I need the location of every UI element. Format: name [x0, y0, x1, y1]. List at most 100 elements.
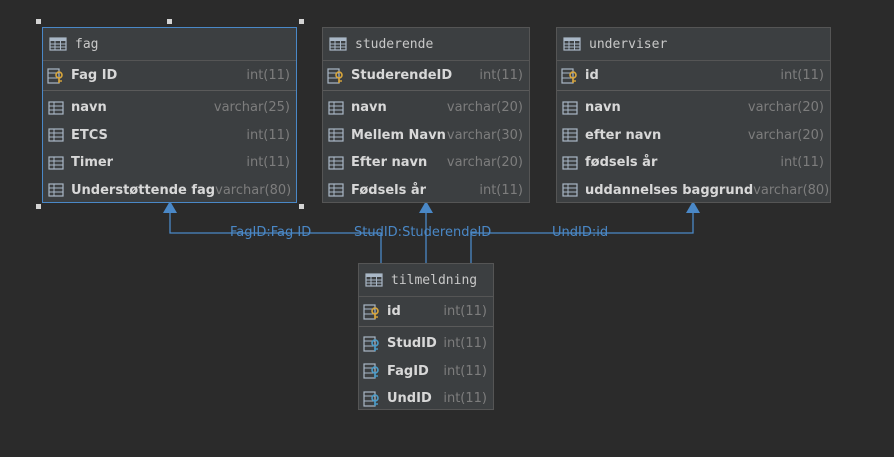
- resize-handle[interactable]: [299, 204, 304, 209]
- column-type: varchar(80): [753, 182, 830, 198]
- column-type: varchar(20): [747, 127, 824, 143]
- column-name: uddannelses baggrund: [585, 182, 754, 198]
- column-name: StuderendeID: [351, 68, 453, 83]
- column-name: Fag ID: [71, 68, 118, 83]
- table-underviser[interactable]: underviser id int(11) navn varchar(20): [556, 27, 831, 203]
- column-row[interactable]: ETCS int(11): [43, 122, 296, 150]
- relation-line-fag: [169, 212, 382, 264]
- resize-handle[interactable]: [167, 19, 172, 24]
- column-icon: [562, 128, 578, 142]
- column-name: Understøttende fag: [71, 182, 216, 198]
- column-icon: [48, 183, 64, 197]
- resize-handle[interactable]: [299, 19, 304, 24]
- column-icon: [48, 128, 64, 142]
- column-row[interactable]: Fødsels år int(11): [323, 177, 529, 205]
- primary-key-icon: [327, 67, 343, 84]
- column-row[interactable]: Timer int(11): [43, 149, 296, 177]
- column-name: FagID: [387, 363, 429, 379]
- column-icon: [48, 101, 64, 115]
- foreign-key-icon: [363, 336, 379, 352]
- resize-handle[interactable]: [36, 204, 41, 209]
- column-icon: [328, 183, 344, 197]
- primary-key-icon: [47, 67, 63, 84]
- resize-handle[interactable]: [36, 19, 41, 24]
- column-row[interactable]: uddannelses baggrund varchar(80): [557, 177, 830, 205]
- column-row-fk[interactable]: UndID int(11): [359, 385, 493, 413]
- column-type: int(11): [780, 68, 824, 83]
- table-fag[interactable]: fag Fag ID int(11) navn varchar(25): [42, 27, 297, 203]
- table-icon: [365, 273, 383, 287]
- column-type: varchar(30): [446, 127, 523, 143]
- column-name: navn: [585, 100, 621, 116]
- column-type: int(11): [246, 155, 290, 171]
- column-name: Timer: [71, 155, 114, 171]
- table-name: studerende: [355, 36, 434, 52]
- relation-label-studerende[interactable]: StudID:StuderendeID: [354, 225, 492, 240]
- column-icon: [562, 156, 578, 170]
- column-type: int(11): [780, 155, 824, 171]
- table-header: studerende: [323, 28, 529, 61]
- table-tilmeldning[interactable]: tilmeldning id int(11) StudID int(11): [358, 263, 494, 410]
- primary-key-icon: [363, 303, 379, 320]
- foreign-key-icon: [363, 363, 379, 379]
- column-row-pk[interactable]: id int(11): [557, 61, 830, 91]
- column-type: varchar(20): [747, 100, 824, 116]
- primary-key-icon: [561, 67, 577, 84]
- relation-label-underviser[interactable]: UndID:id: [552, 225, 609, 240]
- column-row[interactable]: Understøttende fag varchar(80): [43, 177, 296, 205]
- column-row[interactable]: navn varchar(20): [557, 94, 830, 122]
- column-type: varchar(20): [446, 155, 523, 171]
- column-type: varchar(25): [213, 100, 290, 116]
- column-row[interactable]: Efter navn varchar(20): [323, 149, 529, 177]
- column-type: int(11): [479, 182, 523, 198]
- relation-line-underviser: [470, 212, 694, 264]
- table-name: fag: [75, 36, 99, 52]
- table-icon: [49, 37, 67, 51]
- column-name: navn: [351, 100, 387, 116]
- column-icon: [562, 183, 578, 197]
- column-row-fk[interactable]: FagID int(11): [359, 358, 493, 386]
- column-type: varchar(80): [215, 182, 292, 198]
- table-icon: [563, 37, 581, 51]
- column-name: fødsels år: [585, 155, 658, 171]
- arrow-underviser: [686, 201, 700, 213]
- column-row[interactable]: navn varchar(25): [43, 94, 296, 122]
- column-type: int(11): [246, 68, 290, 83]
- column-name: efter navn: [585, 127, 662, 143]
- arrow-fag: [163, 201, 177, 213]
- column-name: Efter navn: [351, 155, 428, 171]
- column-name: id: [585, 68, 599, 83]
- column-name: ETCS: [71, 127, 108, 143]
- table-header: fag: [43, 28, 296, 61]
- column-row[interactable]: Mellem Navn varchar(30): [323, 122, 529, 150]
- column-row[interactable]: fødsels år int(11): [557, 149, 830, 177]
- column-icon: [328, 101, 344, 115]
- column-icon: [328, 156, 344, 170]
- table-name: tilmeldning: [391, 272, 478, 288]
- column-type: int(11): [246, 127, 290, 143]
- column-row-fk[interactable]: StudID int(11): [359, 330, 493, 358]
- column-name: Mellem Navn: [351, 127, 446, 143]
- column-row[interactable]: efter navn varchar(20): [557, 122, 830, 150]
- column-row[interactable]: navn varchar(20): [323, 94, 529, 122]
- column-icon: [562, 101, 578, 115]
- column-row-pk[interactable]: id int(11): [359, 297, 493, 327]
- column-row-pk[interactable]: Fag ID int(11): [43, 61, 296, 91]
- table-name: underviser: [589, 36, 668, 52]
- column-icon: [48, 156, 64, 170]
- column-name: Fødsels år: [351, 182, 427, 198]
- column-type: int(11): [443, 363, 487, 379]
- column-name: StudID: [387, 336, 437, 352]
- column-type: varchar(20): [446, 100, 523, 116]
- column-row-pk[interactable]: StuderendeID int(11): [323, 61, 529, 91]
- arrow-studerende: [419, 201, 433, 213]
- table-icon: [329, 37, 347, 51]
- column-type: int(11): [443, 304, 487, 319]
- relation-label-fag[interactable]: FagID:Fag ID: [230, 225, 312, 240]
- column-name: navn: [71, 100, 107, 116]
- column-icon: [328, 128, 344, 142]
- column-type: int(11): [443, 336, 487, 352]
- table-studerende[interactable]: studerende StuderendeID int(11) navn var…: [322, 27, 530, 203]
- foreign-key-icon: [363, 391, 379, 407]
